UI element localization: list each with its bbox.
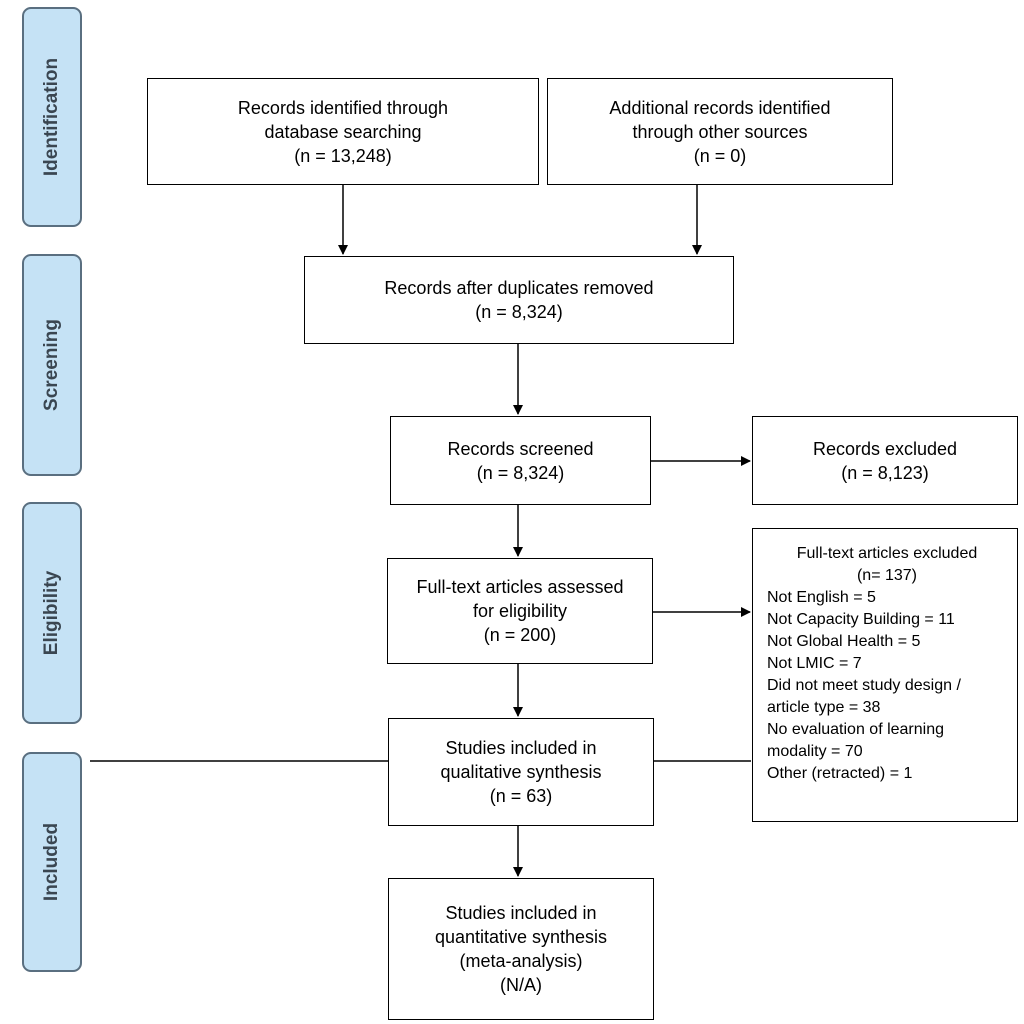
stage-included-label: Included: [41, 822, 62, 902]
box-fulltext-line2: for eligibility: [472, 601, 568, 621]
box-quantitative-line3: (meta-analysis): [459, 951, 583, 971]
box-database-line1: Records identified through: [237, 97, 449, 118]
box-excluded-line2: (n = 8,123): [841, 462, 929, 483]
box-quantitative-line2: quantitative synthesis: [434, 927, 608, 947]
box-duplicates-removed: Records after duplicates removed (n = 8,…: [304, 256, 734, 344]
stage-screening: Screening: [22, 254, 82, 476]
box-database-line2: database searching: [264, 121, 422, 142]
box-fulltext-excluded: Full-text articles excluded (n= 137) Not…: [752, 528, 1018, 822]
exclusion-item: No evaluation of learning: [767, 721, 945, 738]
exclusion-item: Did not meet study design /: [767, 677, 961, 694]
box-other-sources: Additional records identified through ot…: [547, 78, 893, 185]
stage-identification-label: Identification: [41, 57, 63, 177]
box-qualitative-line3: (n = 63): [489, 786, 553, 806]
box-duplicates-line2: (n = 8,324): [475, 302, 563, 322]
box-qualitative-line2: qualitative synthesis: [440, 762, 602, 782]
stage-included: Included: [22, 752, 82, 972]
exclusion-item: Not Capacity Building = 11: [767, 611, 955, 628]
box-quantitative-synthesis: Studies included in quantitative synthes…: [388, 878, 654, 1020]
exclusion-item: Other (retracted) = 1: [767, 765, 913, 782]
box-screened-line2: (n = 8,324): [476, 462, 565, 483]
exclusion-item: modality = 70: [767, 743, 863, 760]
exclusion-item: Not English = 5: [767, 589, 876, 606]
box-screened-line1: Records screened: [447, 438, 594, 459]
box-qualitative-synthesis: Studies included in qualitative synthesi…: [388, 718, 654, 826]
box-quantitative-line1: Studies included in: [445, 903, 597, 923]
box-fulltext-line1: Full-text articles assessed: [416, 577, 624, 597]
exclusion-item: Not LMIC = 7: [767, 655, 862, 672]
box-fulltext-assessed: Full-text articles assessed for eligibil…: [387, 558, 653, 664]
stage-identification: Identification: [22, 7, 82, 227]
box-records-screened: Records screened (n = 8,324): [390, 416, 651, 505]
box-other-line3: (n = 0): [693, 145, 747, 166]
box-excluded-line1: Records excluded: [812, 438, 958, 459]
box-other-line2: through other sources: [632, 121, 808, 142]
fulltext-excluded-title: Full-text articles excluded: [796, 545, 978, 562]
box-duplicates-line1: Records after duplicates removed: [384, 278, 654, 298]
box-fulltext-line3: (n = 200): [483, 625, 557, 645]
box-other-line1: Additional records identified: [609, 97, 831, 118]
box-quantitative-line4: (N/A): [500, 975, 542, 995]
stage-screening-label: Screening: [41, 319, 62, 411]
stage-eligibility: Eligibility: [22, 502, 82, 724]
box-database-records: Records identified through database sear…: [147, 78, 539, 185]
exclusion-item: Not Global Health = 5: [767, 633, 921, 650]
box-qualitative-line1: Studies included in: [445, 738, 597, 758]
stage-eligibility-label: Eligibility: [41, 570, 63, 656]
box-database-line3: (n = 13,248): [294, 145, 392, 166]
exclusion-item: article type = 38: [767, 699, 881, 716]
fulltext-excluded-count: (n= 137): [856, 567, 918, 584]
box-records-excluded: Records excluded (n = 8,123): [752, 416, 1018, 505]
